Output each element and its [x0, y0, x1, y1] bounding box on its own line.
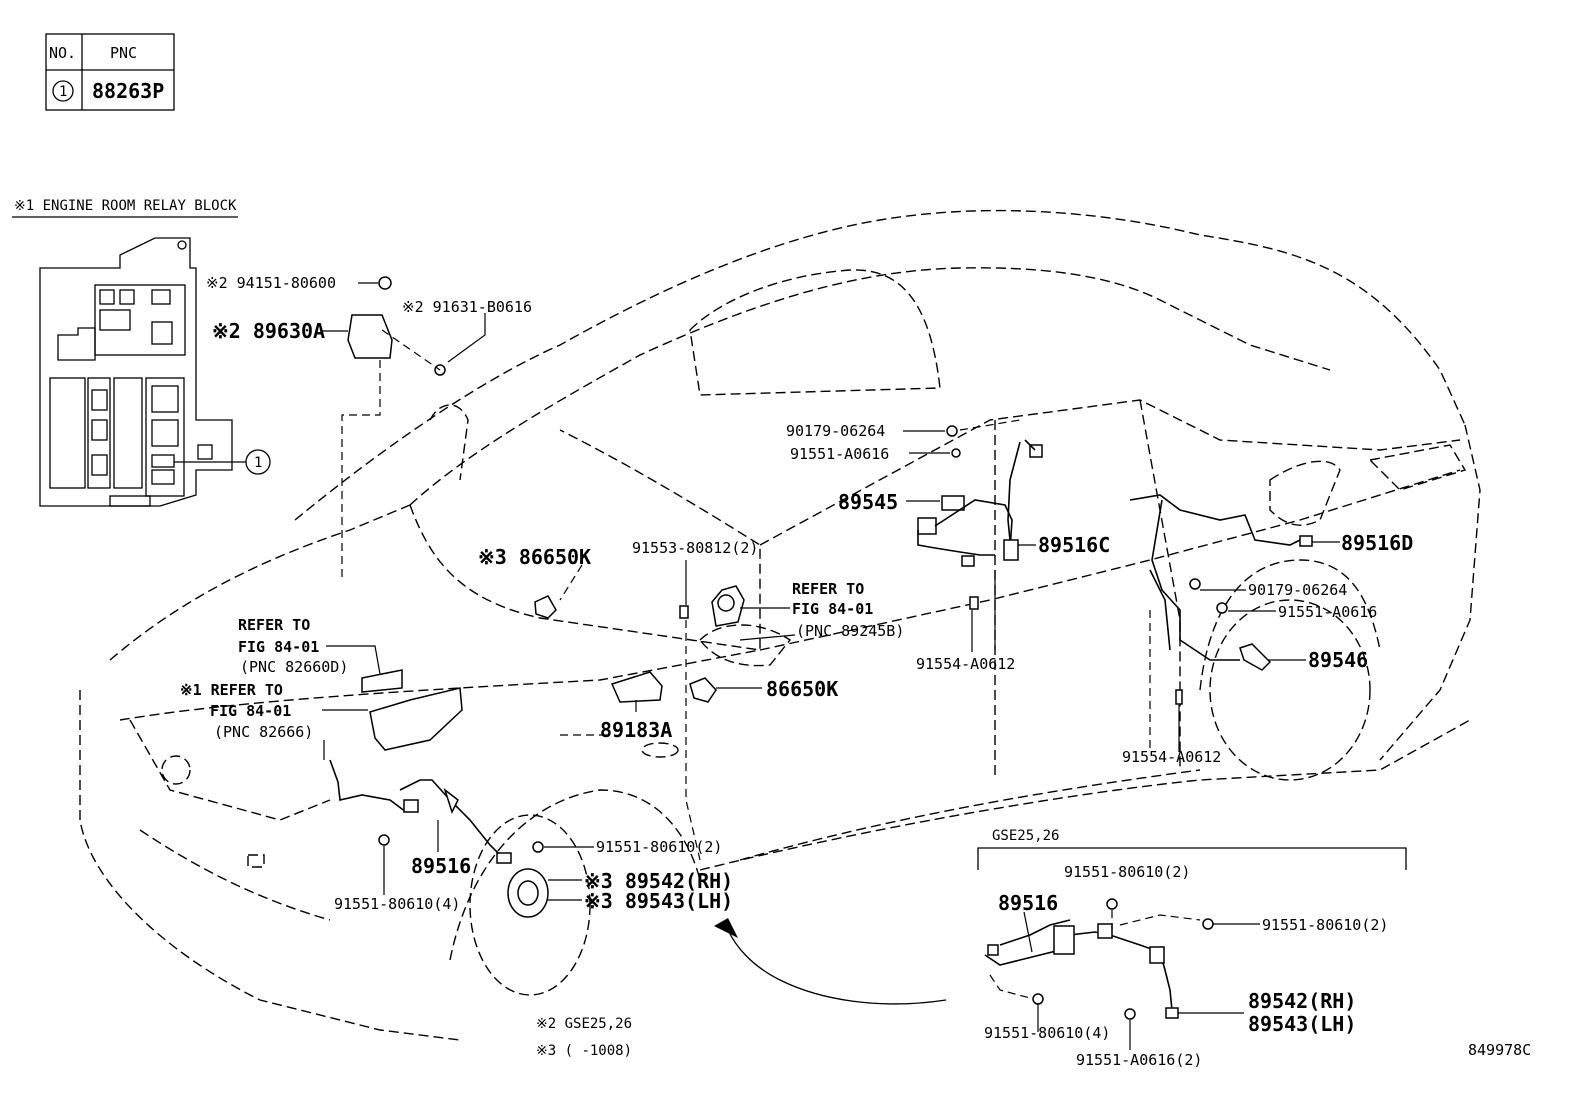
pnc-table-row-no: 1 — [59, 84, 67, 100]
label-refer2-c: (PNC 82660D) — [240, 658, 348, 676]
label-91554-a: 91554-A0612 — [916, 655, 1015, 673]
label-refer1-b: FIG 84-01 — [792, 600, 873, 618]
relay-block-callout: 1 — [254, 455, 262, 471]
pnc-table-header-pnc: PNC — [110, 44, 137, 62]
parts-drawings — [329, 276, 1313, 918]
relay-block-section: ※1 ENGINE ROOM RELAY BLOCK 1 — [12, 198, 271, 507]
label-90179-b: 90179-06264 — [1248, 581, 1347, 599]
label-refer3-a: ※1 REFER TO — [180, 681, 283, 699]
label-refer3-c: (PNC 82666) — [214, 723, 313, 741]
leader-lines — [322, 282, 1340, 1005]
inset-label-91551-2b: 91551-80610(2) — [1262, 916, 1388, 934]
label-91553: 91553-80812(2) — [632, 539, 758, 557]
label-86650k-top: ※3 86650K — [478, 545, 591, 569]
label-89542: ※3 89542(RH) — [584, 869, 733, 893]
label-91554-b: 91554-A0612 — [1122, 748, 1221, 766]
label-91551-4: 91551-80610(4) — [334, 895, 460, 913]
label-refer1-a: REFER TO — [792, 580, 864, 598]
label-89516: 89516 — [411, 854, 471, 878]
horn-86650k-top-icon — [534, 595, 557, 619]
label-refer1-c: (PNC 89245B) — [796, 622, 904, 640]
label-89543: ※3 89543(LH) — [584, 889, 733, 913]
label-refer3-b: FIG 84-01 — [210, 702, 291, 720]
inset-gse25-26 — [977, 847, 1407, 1050]
label-89546: 89546 — [1308, 648, 1368, 672]
label-89516d: 89516D — [1341, 531, 1413, 555]
label-89630a: ※2 89630A — [212, 319, 325, 343]
label-91551a-b: 91551-A0616 — [1278, 603, 1377, 621]
part-labels: ※2 94151-80600 ※2 91631-B0616 ※2 89630A … — [180, 274, 1413, 913]
inset-label-91551-4: 91551-80610(4) — [984, 1024, 1110, 1042]
label-94151: ※2 94151-80600 — [206, 274, 336, 292]
label-89183a: 89183A — [600, 718, 672, 742]
label-91631: ※2 91631-B0616 — [402, 298, 532, 316]
note-2: ※2 GSE25,26 — [536, 1016, 632, 1032]
label-89516c: 89516C — [1038, 533, 1110, 557]
pnc-table-header-no: NO. — [49, 44, 76, 62]
harness-89516d-icon — [1299, 535, 1313, 547]
label-91551a-a: 91551-A0616 — [790, 445, 889, 463]
inset-label-89516: 89516 — [998, 891, 1058, 915]
inset-label-91551-2a: 91551-80610(2) — [1064, 863, 1190, 881]
module-89630a-icon — [347, 314, 393, 359]
sensor-89183a-icon — [610, 671, 663, 703]
pnc-table-row-pnc: 88263P — [92, 79, 164, 103]
sensor-89545-icon — [941, 495, 965, 511]
relay-block-title: ※1 ENGINE ROOM RELAY BLOCK — [14, 198, 237, 214]
inset-label-91551a-2: 91551-A0616(2) — [1076, 1051, 1202, 1069]
label-refer2-b: FIG 84-01 — [238, 638, 319, 656]
harness-89516c-icon — [1003, 539, 1019, 561]
label-86650k: 86650K — [766, 677, 838, 701]
horn-86650k-icon — [689, 677, 717, 703]
note-3: ※3 ( -1008) — [536, 1043, 632, 1059]
label-89545: 89545 — [838, 490, 898, 514]
label-91551-2: 91551-80610(2) — [596, 838, 722, 856]
inset-title: GSE25,26 — [992, 828, 1059, 844]
nut-94151-icon — [378, 276, 392, 290]
inset-label-89543: 89543(LH) — [1248, 1012, 1356, 1036]
label-90179-a: 90179-06264 — [786, 422, 885, 440]
inset-label-89542: 89542(RH) — [1248, 989, 1356, 1013]
sensor-89546-icon — [1239, 643, 1272, 671]
pnc-table: NO. PNC 1 88263P — [45, 33, 175, 111]
inset-labels: GSE25,26 91551-80610(2) 89516 91551-8061… — [984, 828, 1388, 1069]
label-refer2-a: REFER TO — [238, 616, 310, 634]
footnotes: ※2 GSE25,26 ※3 ( -1008) 849978C — [536, 1016, 1531, 1059]
figure-code: 849978C — [1468, 1041, 1531, 1059]
